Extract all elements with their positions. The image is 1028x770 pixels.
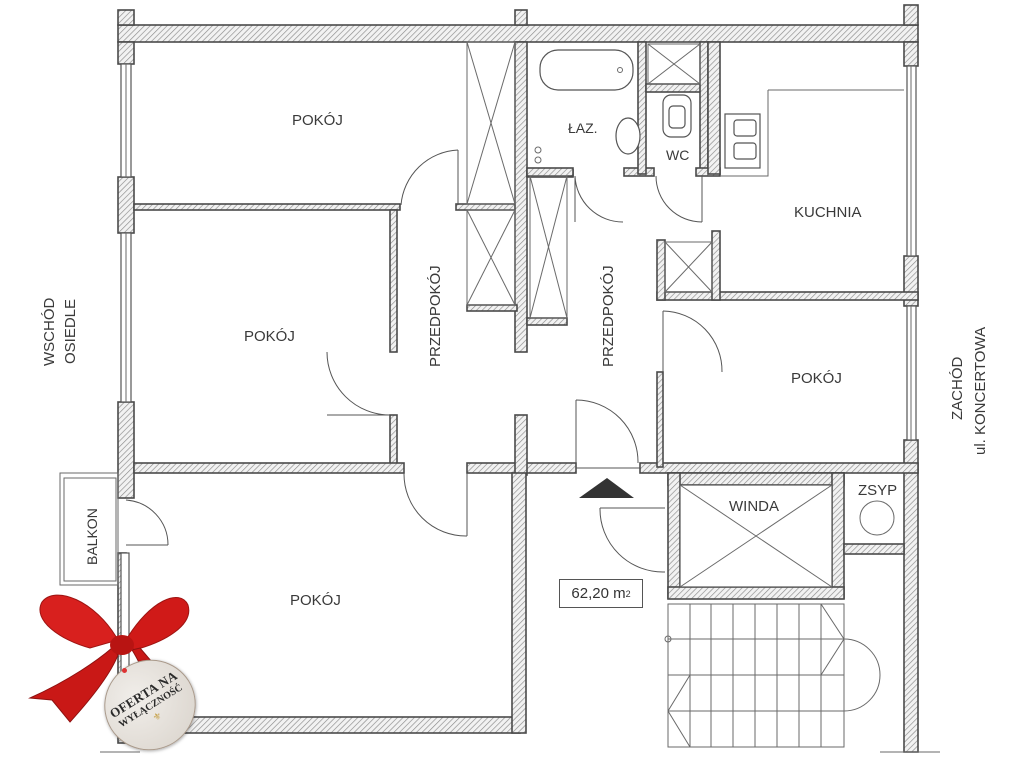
balcony-outline	[59, 472, 119, 586]
entrance-arrow-icon	[579, 478, 634, 498]
doors	[125, 149, 723, 573]
sink-icon	[615, 117, 641, 155]
bathtub-icon	[539, 49, 634, 91]
elevator	[679, 484, 895, 588]
label-west-2: ul. KONCERTOWA	[972, 327, 989, 455]
label-bathroom: ŁAZ.	[568, 120, 598, 136]
label-west-1: ZACHÓD	[949, 357, 966, 421]
bathroom-fixtures	[534, 49, 904, 177]
label-chute: ZSYP	[858, 482, 897, 499]
label-wc: WC	[666, 147, 689, 163]
label-hall-left: PRZEDPOKÓJ	[427, 265, 444, 367]
label-hall-right: PRZEDPOKÓJ	[600, 265, 617, 367]
label-room-right: POKÓJ	[791, 370, 842, 387]
label-east-2: OSIEDLE	[62, 299, 79, 364]
staircase	[664, 603, 881, 748]
offer-tag-logo-icon: ⚜	[150, 710, 165, 725]
label-balcony: BALKON	[84, 508, 100, 565]
room-labels: POKÓJ POKÓJ POKÓJ POKÓJ KUCHNIA ŁAZ. WC …	[84, 112, 897, 609]
interior-walls	[133, 41, 919, 734]
tag-hole	[122, 668, 127, 673]
label-room-bottom-left: POKÓJ	[290, 592, 341, 609]
orientation-labels: WSCHÓD OSIEDLE ZACHÓD ul. KONCERTOWA	[41, 298, 989, 455]
area-unit-sup: 2	[625, 588, 631, 599]
label-elevator: WINDA	[729, 498, 779, 515]
chute-icon	[859, 500, 895, 536]
label-room-mid-left: POKÓJ	[244, 328, 295, 345]
wardrobes	[466, 41, 713, 319]
area-value: 62,20 m	[571, 585, 626, 602]
label-east-1: WSCHÓD	[41, 298, 58, 366]
label-kitchen: KUCHNIA	[794, 204, 862, 221]
windows	[120, 63, 917, 689]
label-room-top-left: POKÓJ	[292, 112, 343, 129]
